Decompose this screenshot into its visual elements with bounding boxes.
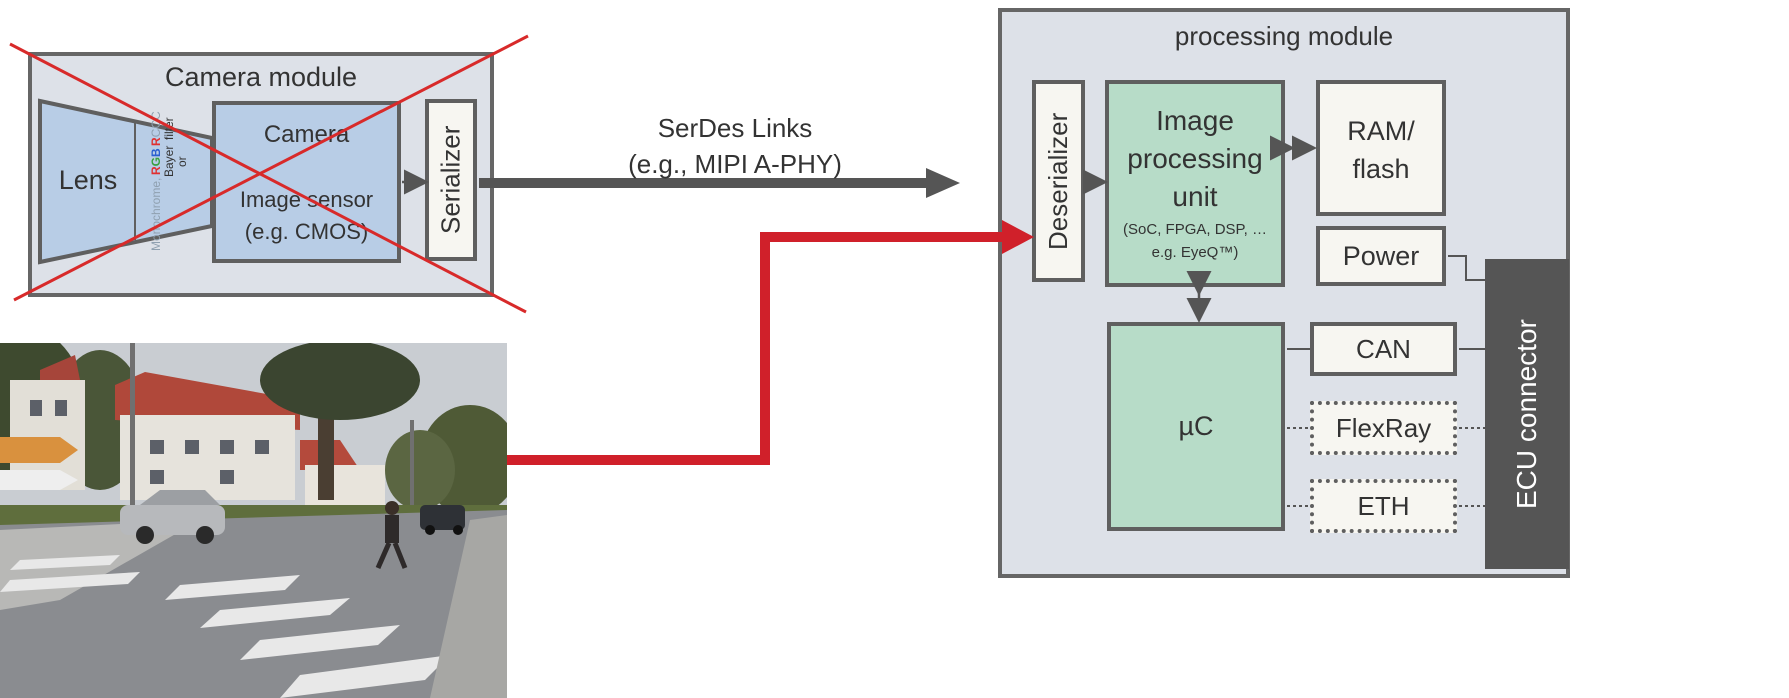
eth-block [1310, 479, 1457, 533]
cross-line-1 [9, 42, 527, 314]
ipu-sub1: (SoC, FPGA, DSP, … [1123, 220, 1267, 238]
ram-line2: flash [1352, 153, 1410, 184]
tree-canopy [260, 343, 420, 420]
ram-flash-block [1316, 80, 1446, 216]
image-feed-path [507, 232, 1005, 465]
lens-label: Lens [58, 164, 118, 195]
flexray-block [1310, 401, 1457, 455]
flexray-label: FlexRay [1335, 412, 1432, 443]
uc-label: µC [1178, 411, 1214, 441]
road-sign-arrow [0, 437, 78, 463]
eth-label: ETH [1357, 490, 1410, 521]
ecu-connector-block [1485, 259, 1569, 569]
ram-line1: RAM/ [1347, 115, 1415, 146]
house-wall [120, 415, 295, 500]
image-feed-arrow-head [1002, 220, 1034, 254]
cross-line-2 [13, 34, 529, 302]
image-processing-unit [1105, 80, 1285, 287]
serdes-label-line1: SerDes Links [657, 112, 813, 143]
power-ecu-line [1448, 255, 1485, 281]
can-label: CAN [1356, 333, 1411, 364]
road-sign-white [0, 470, 78, 490]
ipu-line2: processing [1127, 143, 1263, 174]
pedestrian [375, 501, 408, 570]
image-sensor-line2: (e.g. CMOS) [244, 219, 369, 244]
deserializer-block [1032, 80, 1085, 282]
serdes-arrow-head [926, 168, 960, 198]
camera-module-title: Camera module [164, 61, 358, 92]
serdes-label-line2: (e.g., MIPI A-PHY) [628, 148, 842, 179]
ipu-sub2: e.g. EyeQ™) [1151, 243, 1239, 261]
serializer-block [425, 99, 477, 261]
can-block [1310, 322, 1457, 376]
power-block [1316, 226, 1446, 286]
car-silver [120, 490, 225, 544]
processing-module-title: processing module [1174, 20, 1394, 51]
power-label: Power [1342, 240, 1420, 271]
ipu-line3: unit [1172, 181, 1218, 212]
tree-mid-right [385, 430, 455, 510]
crosswalk [0, 555, 450, 698]
tree-trunk [318, 400, 334, 500]
car-dark [420, 505, 465, 535]
ipu-line1: Image [1156, 105, 1234, 136]
microcontroller-block [1107, 322, 1285, 531]
